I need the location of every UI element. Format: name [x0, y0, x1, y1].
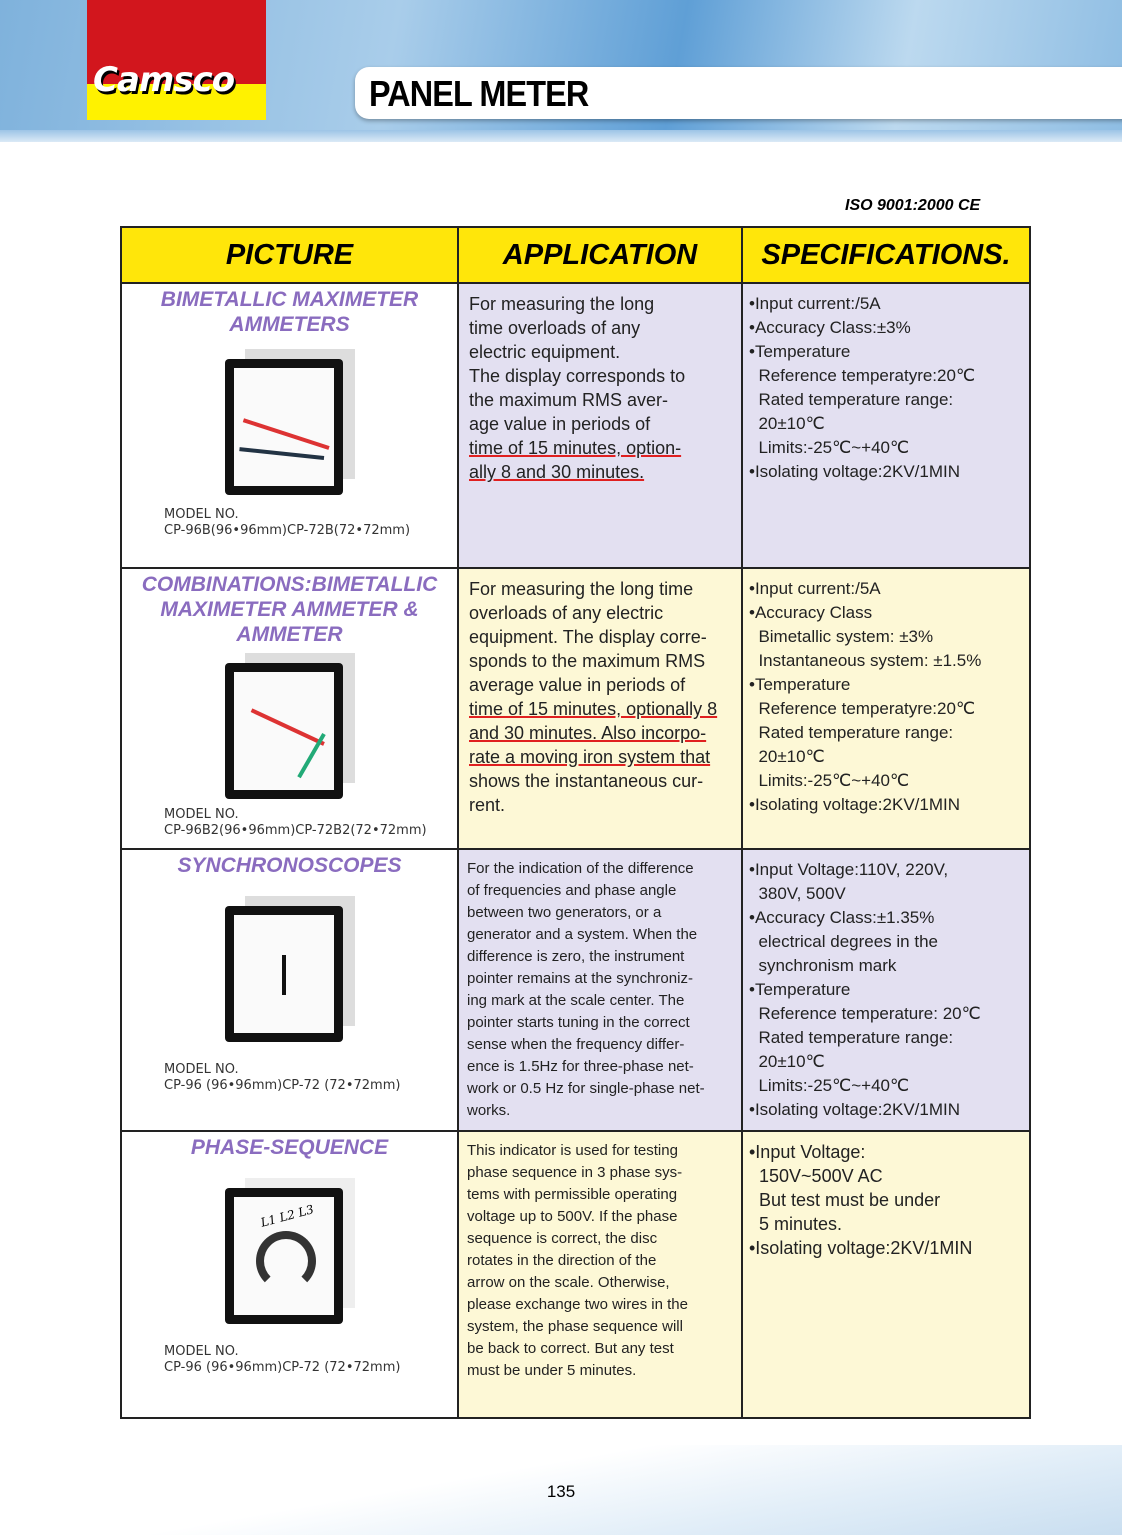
- specifications-cell: •Input Voltage: 150V~500V AC But test mu…: [741, 1130, 1031, 1419]
- table-row: PHASE-SEQUENCE L1 L2 L3 MODEL NO.CP-96 (…: [120, 1130, 1031, 1419]
- table-row: SYNCHRONOSCOPES MODEL NO.CP-96 (96•96mm)…: [120, 848, 1031, 1132]
- product-table: PICTURE APPLICATION SPECIFICATIONS. BIME…: [120, 226, 1031, 1419]
- specifications-cell: •Input current:/5A•Accuracy Class:±3%•Te…: [741, 282, 1031, 569]
- product-title: SYNCHRONOSCOPES: [177, 854, 402, 877]
- brand-logo: Camsco: [87, 0, 266, 120]
- footer-decoration: [0, 1445, 1122, 1535]
- product-image: L1 L2 L3: [224, 1178, 355, 1328]
- product-image: [224, 349, 355, 499]
- phase-label: L1 L2 L3: [258, 1202, 315, 1230]
- header-picture: PICTURE: [120, 226, 459, 284]
- model-numbers: MODEL NO.CP-96 (96•96mm)CP-72 (72•72mm): [164, 1062, 401, 1093]
- certification: ISO 9001:2000 CE: [845, 197, 981, 214]
- product-title: PHASE-SEQUENCE: [190, 1136, 389, 1159]
- picture-cell: SYNCHRONOSCOPES MODEL NO.CP-96 (96•96mm)…: [120, 848, 459, 1132]
- model-numbers: MODEL NO.CP-96B(96•96mm)CP-72B(72•72mm): [164, 507, 411, 538]
- page-number: 135: [546, 1482, 576, 1501]
- specifications-cell: •Input current:/5A•Accuracy Class Bimeta…: [741, 567, 1031, 850]
- product-image: [224, 896, 355, 1046]
- product-image: [224, 653, 355, 803]
- specifications-cell: •Input Voltage:110V, 220V, 380V, 500V•Ac…: [741, 848, 1031, 1132]
- model-numbers: MODEL NO.CP-96B2(96•96mm)CP-72B2(72•72mm…: [164, 807, 427, 838]
- model-numbers: MODEL NO.CP-96 (96•96mm)CP-72 (72•72mm): [164, 1344, 401, 1375]
- header-application: APPLICATION: [457, 226, 743, 284]
- header-specifications: SPECIFICATIONS.: [741, 226, 1031, 284]
- page-title-bar: PANEL METER: [355, 67, 1122, 119]
- picture-cell: PHASE-SEQUENCE L1 L2 L3 MODEL NO.CP-96 (…: [120, 1130, 459, 1419]
- table-header: PICTURE APPLICATION SPECIFICATIONS.: [120, 226, 1031, 284]
- page-title: PANEL METER: [369, 73, 589, 114]
